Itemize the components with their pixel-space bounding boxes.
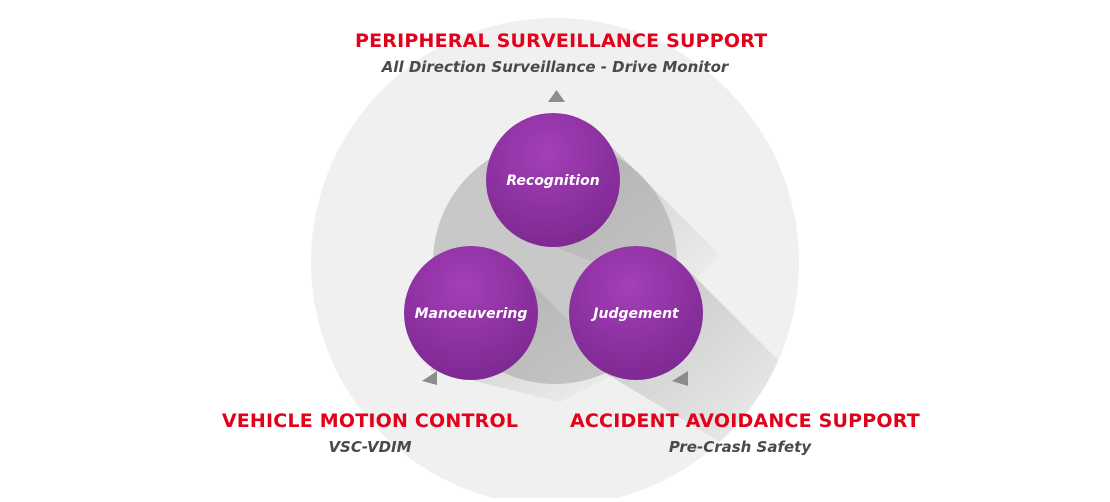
left-label-group: VEHICLE MOTION CONTROL VSC-VDIM: [220, 410, 520, 456]
top-heading: PERIPHERAL SURVEILLANCE SUPPORT: [355, 30, 768, 52]
arrow-up-icon: [548, 90, 565, 102]
node-manoeuvering-label: Manoeuvering: [415, 306, 528, 322]
node-recognition: [486, 113, 620, 247]
right-heading: ACCIDENT AVOIDANCE SUPPORT: [570, 410, 920, 432]
arrow-right-icon: [672, 371, 688, 386]
node-judgement: [569, 246, 703, 380]
node-recognition-label: Recognition: [506, 173, 599, 189]
top-subheading: All Direction Surveillance - Drive Monit…: [381, 58, 729, 76]
left-subheading: VSC-VDIM: [328, 438, 412, 456]
right-subheading: Pre-Crash Safety: [668, 438, 812, 456]
top-label-group: PERIPHERAL SURVEILLANCE SUPPORT All Dire…: [355, 30, 768, 76]
node-judgement-label: Judgement: [590, 306, 680, 322]
arrow-left-icon: [422, 371, 437, 385]
right-label-group: ACCIDENT AVOIDANCE SUPPORT Pre-Crash Saf…: [570, 410, 920, 456]
node-manoeuvering: [404, 246, 538, 380]
left-heading: VEHICLE MOTION CONTROL: [221, 410, 519, 432]
